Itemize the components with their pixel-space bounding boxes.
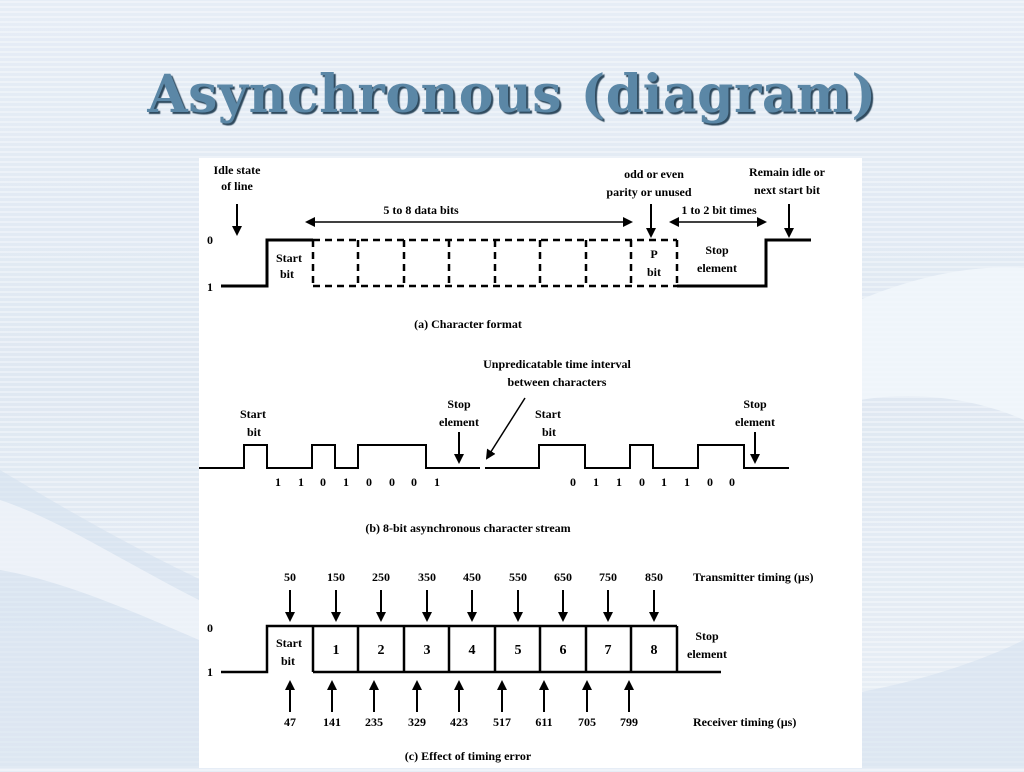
stop-element-b1: Stop [447,397,471,411]
level-1-label-c: 1 [207,665,213,679]
bit-b2-6: 0 [707,475,713,489]
tx-time-3: 350 [418,570,436,584]
tx-time-5: 550 [509,570,527,584]
bit-b1-6: 0 [411,475,417,489]
rx-time-1: 141 [323,715,341,729]
diagram-panel: Idle state of line 0 1 odd or even parit… [199,158,862,768]
slide-title: Asynchronous (diagram) [147,64,877,125]
bit-b2-4: 1 [661,475,667,489]
level-0-label: 0 [207,233,213,247]
bit-cell-6: 6 [560,643,567,658]
tx-time-4: 450 [463,570,481,584]
parity-bit-label-2: bit [647,265,661,279]
tx-time-6: 650 [554,570,572,584]
caption-a: (a) Character format [414,317,522,331]
rx-arrows [285,680,634,712]
rx-time-0: 47 [284,715,296,729]
bit-cell-7: 7 [605,643,612,658]
start-bit-b2: Start [535,407,561,421]
caption-b: (b) 8-bit asynchronous character stream [365,521,570,535]
tx-time-2: 250 [372,570,390,584]
bit-cell-8: 8 [651,643,658,658]
async-diagram: Idle state of line 0 1 odd or even parit… [199,163,826,763]
start-bit-label: Start [276,251,302,265]
remain-idle-label: Remain idle or [749,165,826,179]
bit-b2-3: 0 [639,475,645,489]
interval-label-2: between characters [508,375,607,389]
parity-bit-label: P [650,247,657,261]
bit-b1-4: 0 [366,475,372,489]
character-stream: Unpredicatable time interval between cha… [199,357,789,535]
rx-timing-label: Receiver timing (µs) [693,715,796,729]
start-bit-label-2: bit [280,267,294,281]
tx-time-8: 850 [645,570,663,584]
stop-element-b2: Stop [743,397,767,411]
bit-cell-5: 5 [515,643,522,658]
bit-b1-0: 1 [275,475,281,489]
stop-element-label-2: element [697,261,737,275]
start-bit-b1-2: bit [247,425,261,439]
level-0-label-c: 0 [207,621,213,635]
idle-state-label-2: of line [221,179,253,193]
rx-time-3: 329 [408,715,426,729]
start-bit-b2-2: bit [542,425,556,439]
stop-element-label: Stop [705,243,729,257]
tx-time-0: 50 [284,570,296,584]
stop-element-waveform [677,238,811,288]
caption-c: (c) Effect of timing error [405,749,532,763]
bit-b1-2: 0 [320,475,326,489]
stop-element-b1-2: element [439,415,479,429]
stream-waveform-1 [199,444,480,469]
rx-time-8: 799 [620,715,638,729]
bit-b2-7: 0 [729,475,735,489]
data-bits-label: 5 to 8 data bits [383,203,459,217]
tx-time-1: 150 [327,570,345,584]
stop-element-b2-2: element [735,415,775,429]
idle-state-label: Idle state [214,163,262,177]
rx-time-4: 423 [450,715,468,729]
bit-cell-3: 3 [424,643,431,658]
bit-cell-1: 1 [333,643,340,658]
level-1-label: 1 [207,280,213,294]
bit-b1-5: 0 [389,475,395,489]
bit-b2-5: 1 [684,475,690,489]
bit-b2-0: 0 [570,475,576,489]
bit-b2-1: 1 [593,475,599,489]
tx-time-7: 750 [599,570,617,584]
bit-cell-2: 2 [378,643,385,658]
bit-b1-7: 1 [434,475,440,489]
stream-waveform-2 [485,444,789,469]
rx-time-7: 705 [578,715,596,729]
bit-cell-4: 4 [469,643,476,658]
rx-time-6: 611 [535,715,552,729]
tx-timing-label: Transmitter timing (µs) [693,570,813,584]
start-bit-label-c-2: bit [281,654,295,668]
rx-time-5: 517 [493,715,511,729]
start-bit-waveform [221,238,313,288]
bit-b1-1: 1 [298,475,304,489]
remain-idle-label-2: next start bit [754,183,820,197]
character-format: Idle state of line 0 1 odd or even parit… [207,163,826,331]
start-bit-waveform-c [221,624,313,674]
parity-label: odd or even [624,167,684,181]
timing-error: 50 150 250 350 450 550 650 750 850 Trans… [207,570,813,763]
interval-arrow [485,397,526,460]
bit-b1-3: 1 [343,475,349,489]
interval-label: Unpredicatable time interval [483,357,631,371]
start-bit-b1: Start [240,407,266,421]
stop-element-label-c-2: element [687,647,727,661]
rx-time-2: 235 [365,715,383,729]
stop-element-label-c: Stop [695,629,719,643]
bit-times-label: 1 to 2 bit times [681,203,757,217]
parity-label-2: parity or unused [606,185,691,199]
start-bit-label-c: Start [276,636,302,650]
bit-cell-dividers [356,626,633,672]
tx-arrows [285,590,659,622]
bit-b2-2: 1 [616,475,622,489]
